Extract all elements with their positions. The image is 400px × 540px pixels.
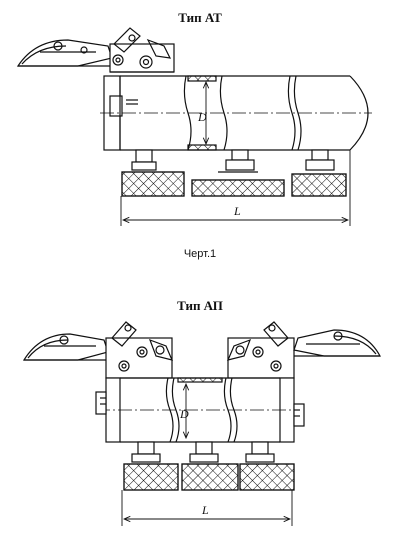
figure2-support-middle	[181, 441, 239, 491]
figure2-left-hatch-lid	[22, 333, 109, 361]
figure2-diameter-label: D	[179, 407, 189, 421]
figure1-diameter-label: D	[197, 110, 207, 124]
figure1-length-label: L	[233, 204, 241, 218]
figure1-drawing	[16, 27, 372, 226]
figure1-hinge-mechanism	[109, 27, 175, 73]
figure2-drawing	[22, 321, 382, 526]
figure1-title: Тип АТ	[178, 10, 222, 25]
figure1-hatch-lid	[16, 39, 113, 67]
figure2-right-hatch-lid	[293, 329, 382, 357]
figure1-support-left	[121, 149, 185, 197]
figure2-cylinder	[95, 377, 305, 443]
figure1-caption: Черт.1	[183, 248, 217, 260]
figure1-cylinder	[100, 75, 372, 151]
figure2-left-hinge-mechanism	[105, 321, 174, 379]
figure2-right-hinge-mechanism	[226, 321, 295, 379]
figure1-support-right	[291, 149, 347, 197]
figure2-support-left	[123, 441, 179, 491]
figure1-support-middle	[191, 149, 285, 197]
figure2-title: Тип АП	[177, 298, 223, 313]
figure2-support-right	[239, 441, 295, 491]
figure2-length-label: L	[201, 503, 209, 517]
